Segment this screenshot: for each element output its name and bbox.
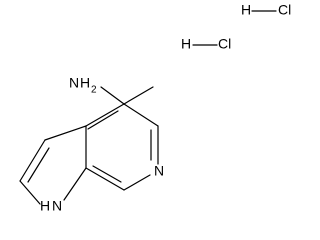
bond-c3a-c7a-inner xyxy=(92,165,122,183)
hcl-1-chlorine: Cl xyxy=(278,2,291,18)
bond-c3a-c3 xyxy=(44,125,87,141)
bond-c5-c4 xyxy=(85,103,125,127)
hcl-molecule-2: H Cl xyxy=(181,36,231,52)
hcl-2-hydrogen: H xyxy=(181,36,191,52)
bond-c5-c4-inner xyxy=(87,110,119,130)
bond-c3a-c7a xyxy=(85,167,125,191)
chemical-structure: H Cl H Cl N H 2 N xyxy=(19,2,291,214)
hcl-1-hydrogen: H xyxy=(241,2,251,18)
pyridine-ring: N xyxy=(85,103,164,191)
amine-hydrogen: H xyxy=(80,75,90,91)
pyrrole-hydrogen: H xyxy=(40,198,50,214)
amine-nitrogen: N xyxy=(69,75,79,91)
pyridine-nitrogen: N xyxy=(154,163,164,179)
bond-n1-c7a xyxy=(63,167,87,201)
bond-c3-c2-inner xyxy=(27,147,50,183)
ch2-to-nh2-bond xyxy=(100,86,125,105)
bond-c7a-n7 xyxy=(123,174,151,191)
bond-c3-c2 xyxy=(19,139,46,182)
bond-c6-c5 xyxy=(123,103,159,127)
hcl-2-chlorine: Cl xyxy=(218,36,231,52)
pyrrole-nitrogen: N xyxy=(52,198,62,214)
bond-c2-n1 xyxy=(19,180,41,205)
amine-hydrogen-count: 2 xyxy=(91,85,97,96)
ch2-to-ring-bond xyxy=(123,86,154,105)
pyrrole-ring: H N xyxy=(19,125,87,214)
hcl-molecule-1: H Cl xyxy=(241,2,291,18)
aminomethyl-group: N H 2 xyxy=(69,75,154,105)
